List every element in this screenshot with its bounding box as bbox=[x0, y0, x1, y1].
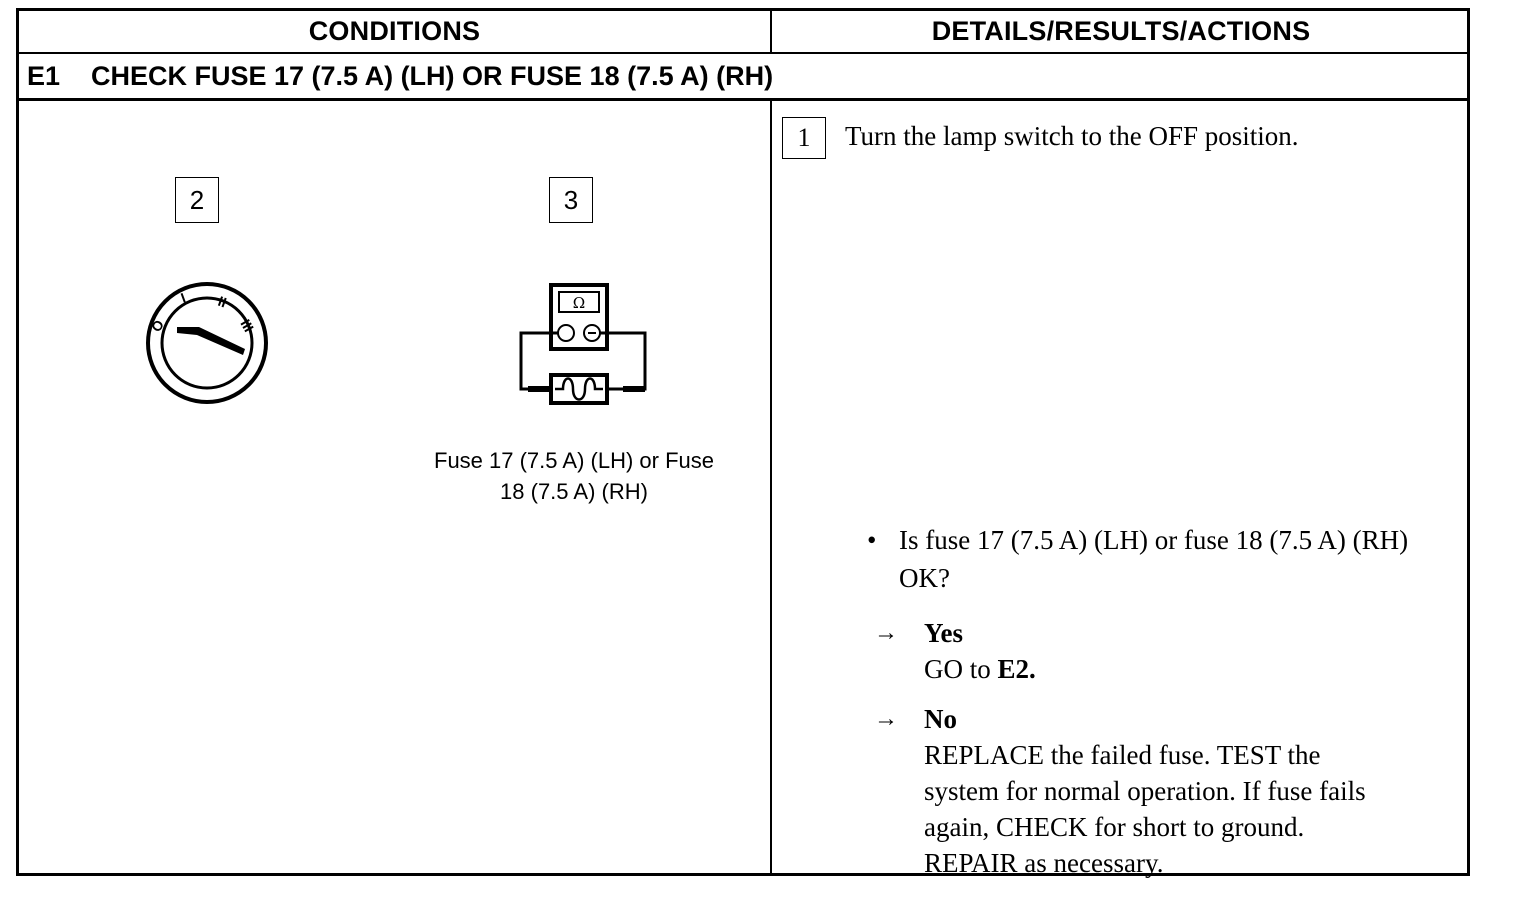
no-action-line: REPLACE the failed fuse. TEST the bbox=[924, 740, 1321, 770]
ohmmeter-fuse-icon: Ω bbox=[519, 283, 647, 405]
conditions-header: CONDITIONS bbox=[308, 16, 481, 46]
header-column-divider bbox=[770, 11, 772, 54]
switch-position-1: I bbox=[179, 289, 188, 305]
no-action-line: again, CHECK for short to ground. bbox=[924, 812, 1305, 842]
fuse-caption-line-1: Fuse 17 (7.5 A) (LH) or Fuse bbox=[434, 448, 714, 473]
yes-action-prefix: GO to bbox=[924, 654, 998, 684]
question-text: Is fuse 17 (7.5 A) (LH) or fuse 18 (7.5 … bbox=[899, 525, 1409, 593]
table-header-row: CONDITIONS DETAILS/RESULTS/ACTIONS bbox=[19, 11, 1467, 54]
no-action: REPLACE the failed fuse. TEST the system… bbox=[924, 737, 1444, 881]
step-number-box-3: 3 bbox=[549, 177, 593, 223]
no-action-line: REPAIR as necessary. bbox=[924, 848, 1164, 878]
step-number-box-2: 2 bbox=[175, 177, 219, 223]
step-1-instruction: Turn the lamp switch to the OFF position… bbox=[845, 121, 1299, 151]
lamp-switch-icon: O I II III bbox=[146, 282, 268, 404]
step-number-box-1: 1 bbox=[782, 117, 826, 159]
bullet-icon: • bbox=[867, 525, 877, 555]
yes-action-target: E2. bbox=[997, 654, 1036, 684]
diagnostic-table: CONDITIONS DETAILS/RESULTS/ACTIONS E1 CH… bbox=[16, 8, 1470, 878]
ohm-symbol: Ω bbox=[573, 294, 585, 312]
step-title: CHECK FUSE 17 (7.5 A) (LH) OR FUSE 18 (7… bbox=[91, 61, 774, 91]
yes-action: GO to E2. bbox=[924, 651, 1444, 687]
fuse-caption: Fuse 17 (7.5 A) (LH) or Fuse 18 (7.5 A) … bbox=[399, 445, 749, 507]
no-action-line: system for normal operation. If fuse fai… bbox=[924, 776, 1366, 806]
step-title-row: E1 CHECK FUSE 17 (7.5 A) (LH) OR FUSE 18… bbox=[19, 54, 1467, 101]
fuse-caption-line-2: 18 (7.5 A) (RH) bbox=[500, 479, 648, 504]
switch-pointer-icon bbox=[177, 327, 245, 355]
arrow-right-icon: → bbox=[874, 620, 898, 646]
column-divider bbox=[770, 101, 772, 873]
arrow-right-icon: → bbox=[874, 706, 898, 732]
details-header: DETAILS/RESULTS/ACTIONS bbox=[931, 16, 1311, 46]
yes-label: Yes bbox=[924, 618, 963, 648]
step-id: E1 bbox=[27, 61, 61, 91]
no-label: No bbox=[924, 704, 957, 734]
